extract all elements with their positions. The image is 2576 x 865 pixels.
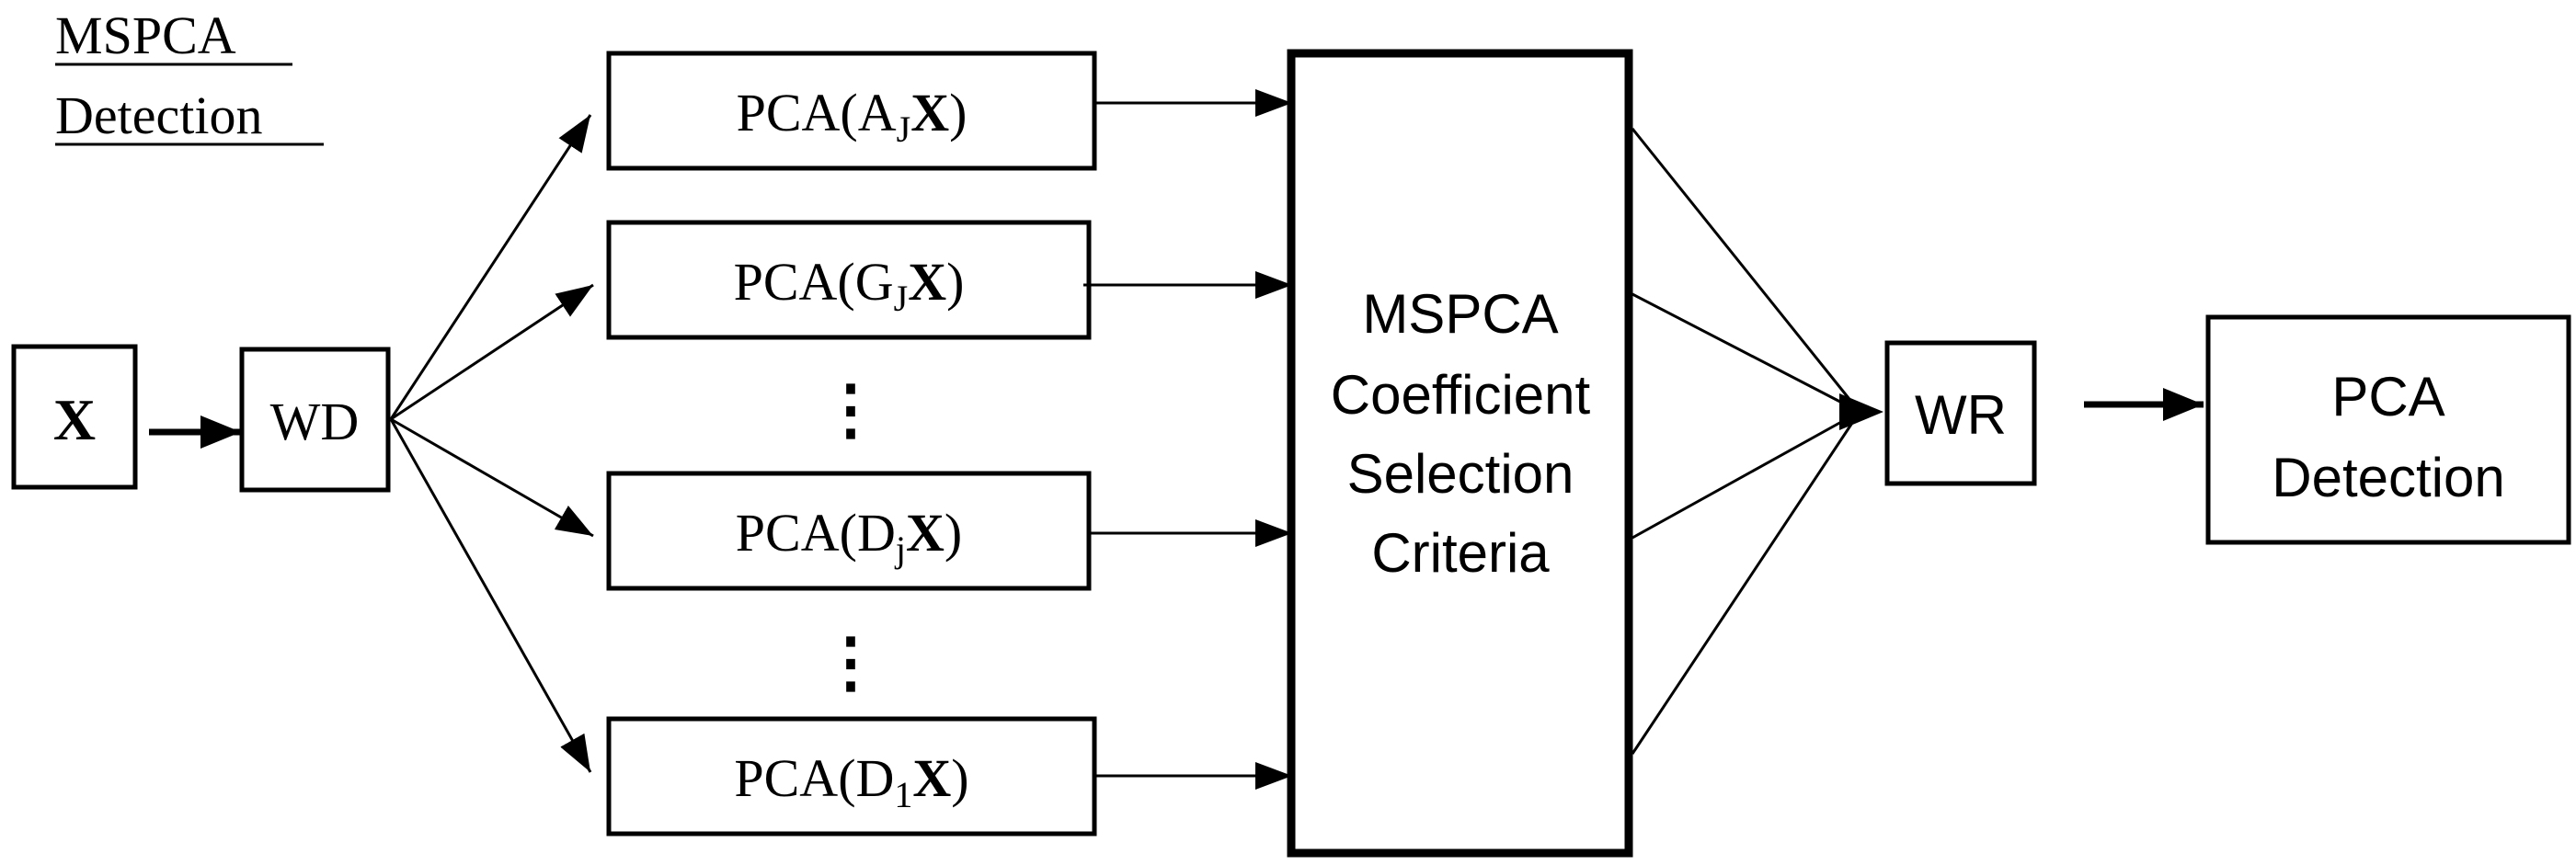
pca-detection-node: PCA Detection bbox=[2205, 314, 2571, 545]
pca-block-4: PCA(D1X) bbox=[606, 716, 1097, 837]
selection-line-4: Criteria bbox=[1371, 522, 1550, 584]
title-line-1: MSPCA bbox=[55, 6, 236, 65]
pca-block-2-label: PCA(GJX) bbox=[734, 252, 965, 319]
pca-block-4-label: PCA(D1X) bbox=[734, 748, 968, 815]
line-selection-to-wr-3 bbox=[1631, 410, 1860, 540]
ellipsis-upper: ⋮ bbox=[818, 373, 884, 447]
pca-block-3: PCA(DjX) bbox=[606, 471, 1092, 591]
detection-line-2: Detection bbox=[2272, 447, 2504, 508]
detection-line-1: PCA bbox=[2331, 366, 2444, 427]
wavelet-reconstruction-node: WR bbox=[1884, 340, 2037, 486]
coefficient-selection-node: MSPCA Coefficient Selection Criteria bbox=[1287, 49, 1633, 858]
fan-in-lines bbox=[1631, 128, 1883, 755]
wr-label: WR bbox=[1915, 384, 2007, 446]
line-selection-to-wr-2 bbox=[1631, 292, 1860, 414]
selection-line-3: Selection bbox=[1347, 443, 1574, 505]
pca-block-1-label: PCA(AJX) bbox=[737, 83, 967, 150]
ellipsis-lower: ⋮ bbox=[818, 626, 884, 700]
fan-out-arrows bbox=[389, 114, 594, 773]
pca-block-3-label: PCA(DjX) bbox=[736, 503, 962, 570]
pca-block-2: PCA(GJX) bbox=[606, 220, 1092, 340]
selection-line-1: MSPCA bbox=[1362, 283, 1558, 345]
wd-label: WD bbox=[270, 392, 360, 451]
arrow-wd-to-pca-3 bbox=[390, 417, 594, 538]
input-node: X bbox=[11, 344, 138, 490]
arrow-wd-to-pca-2 bbox=[390, 283, 594, 421]
line-selection-to-wr-1 bbox=[1631, 128, 1861, 413]
input-label: X bbox=[53, 387, 96, 452]
pca-block-1: PCA(AJX) bbox=[606, 51, 1097, 171]
selection-line-2: Coefficient bbox=[1331, 364, 1591, 426]
wavelet-decomposition-node: WD bbox=[239, 347, 391, 493]
title-line-2: Detection bbox=[55, 85, 262, 145]
diagram-title: MSPCA Detection bbox=[55, 6, 324, 146]
arrowhead-into-wr bbox=[1839, 393, 1883, 430]
line-selection-to-wr-4 bbox=[1631, 411, 1861, 755]
pca-to-selection-arrows bbox=[1083, 89, 1292, 790]
arrow-wd-to-pca-1 bbox=[389, 114, 592, 420]
arrow-wd-to-pca-4 bbox=[389, 418, 592, 773]
